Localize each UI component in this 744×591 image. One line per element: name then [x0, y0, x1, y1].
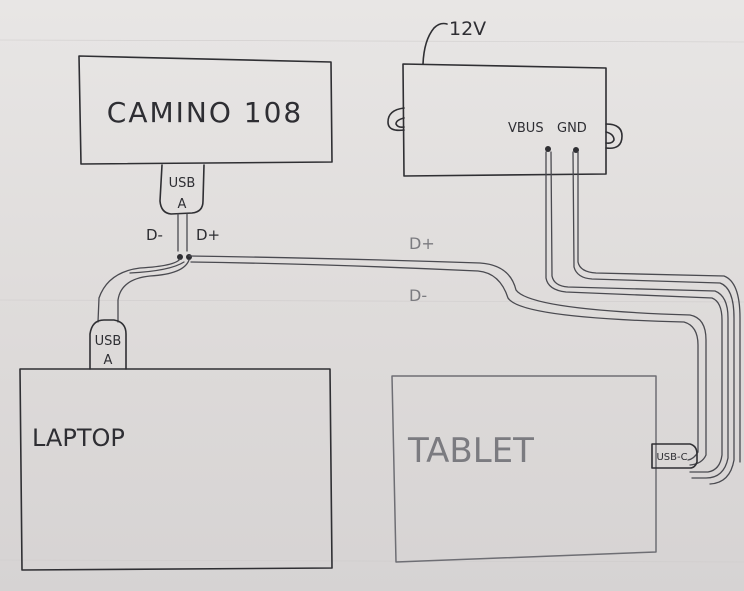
laptop-usb-plug [89, 319, 127, 370]
gnd-label: GND [557, 121, 587, 136]
power-supply-left-tab [387, 107, 405, 132]
laptop-label: LAPTOP [32, 424, 125, 452]
laptop-box [19, 368, 333, 571]
camino-usb-connector: USB A D- D+ [146, 164, 220, 244]
camino-box [78, 55, 333, 165]
vbus-terminal [545, 146, 551, 152]
wire-dminus-label: D- [409, 286, 427, 305]
laptop-usb-label-bottom: A [104, 353, 113, 368]
laptop-data-wires [97, 258, 190, 323]
camino-device: CAMINO 108 [78, 55, 333, 165]
camino-dminus-label: D- [146, 226, 163, 244]
laptop-device: USB A LAPTOP [19, 319, 333, 571]
tablet-device: TABLET USB-C [391, 375, 698, 563]
power-supply-right-tab [605, 123, 623, 150]
camino-leads [177, 213, 192, 260]
laptop-usb-label-top: USB [95, 334, 122, 349]
power-supply-box [402, 63, 607, 177]
camino-usb-plug [159, 164, 205, 215]
vbus-label: VBUS [508, 121, 544, 136]
gnd-terminal [573, 147, 579, 153]
wire-dplus-label: D+ [409, 234, 435, 253]
power-wires [545, 151, 741, 485]
camino-dplus-label: D+ [196, 226, 220, 244]
power-supply: 12V VBUS GND [387, 18, 623, 177]
junction-dminus [177, 254, 183, 260]
junction-dplus [186, 254, 192, 260]
camino-usb-label-top: USB [169, 176, 196, 191]
camino-label: CAMINO 108 [107, 96, 303, 129]
tablet-data-wires [188, 255, 707, 466]
camino-usb-label-bottom: A [178, 197, 187, 212]
tablet-usbc-label: USB-C [656, 452, 687, 463]
paper-texture [0, 39, 744, 563]
tablet-label: TABLET [407, 431, 534, 471]
power-input-lead [422, 22, 448, 65]
tablet-usbc-plug [651, 443, 698, 469]
power-input-label: 12V [449, 18, 486, 40]
tablet-box [391, 375, 657, 563]
